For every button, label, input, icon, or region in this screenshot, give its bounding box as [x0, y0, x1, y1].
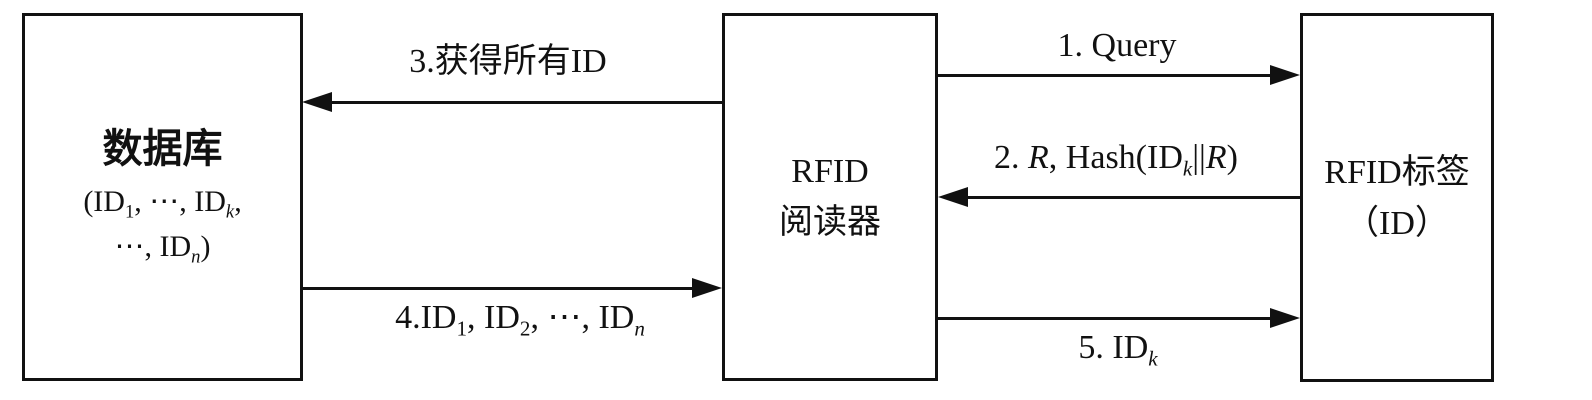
database-title: 数据库 — [102, 126, 223, 171]
message-1-label: 1. Query — [1057, 27, 1177, 64]
message-4-label: 4.ID1, ID2, ⋯, IDn — [395, 299, 645, 341]
arrowhead-left-icon — [302, 92, 332, 112]
arrow-line — [326, 101, 722, 104]
arrowhead-right-icon — [1270, 308, 1300, 328]
arrow-line — [302, 287, 698, 290]
node-database: 数据库 (ID1, ⋯, IDk, ⋯, IDn) — [22, 13, 303, 381]
arrowhead-right-icon — [1270, 65, 1300, 85]
arrow-line — [938, 74, 1280, 77]
message-5-label: 5. IDk — [1078, 329, 1158, 371]
tag-title-line2: （ID） — [1345, 204, 1449, 242]
reader-title-line1: RFID — [791, 153, 869, 190]
message-2-label: 2. R, Hash(IDk||R) — [994, 139, 1238, 181]
message-3-label: 3.获得所有ID — [409, 43, 607, 80]
arrow-line — [962, 196, 1300, 199]
node-rfid-reader: RFID 阅读器 — [722, 13, 938, 381]
arrowhead-right-icon — [692, 278, 722, 298]
database-ids-line1: (ID1, ⋯, IDk, — [83, 185, 242, 223]
arrow-line — [938, 317, 1280, 320]
database-ids-line2: ⋯, IDn) — [114, 230, 211, 268]
reader-title-line2: 阅读器 — [779, 204, 881, 241]
tag-title-line1: RFID标签 — [1324, 153, 1470, 191]
arrowhead-left-icon — [938, 187, 968, 207]
node-rfid-tag: RFID标签 （ID） — [1300, 13, 1494, 382]
